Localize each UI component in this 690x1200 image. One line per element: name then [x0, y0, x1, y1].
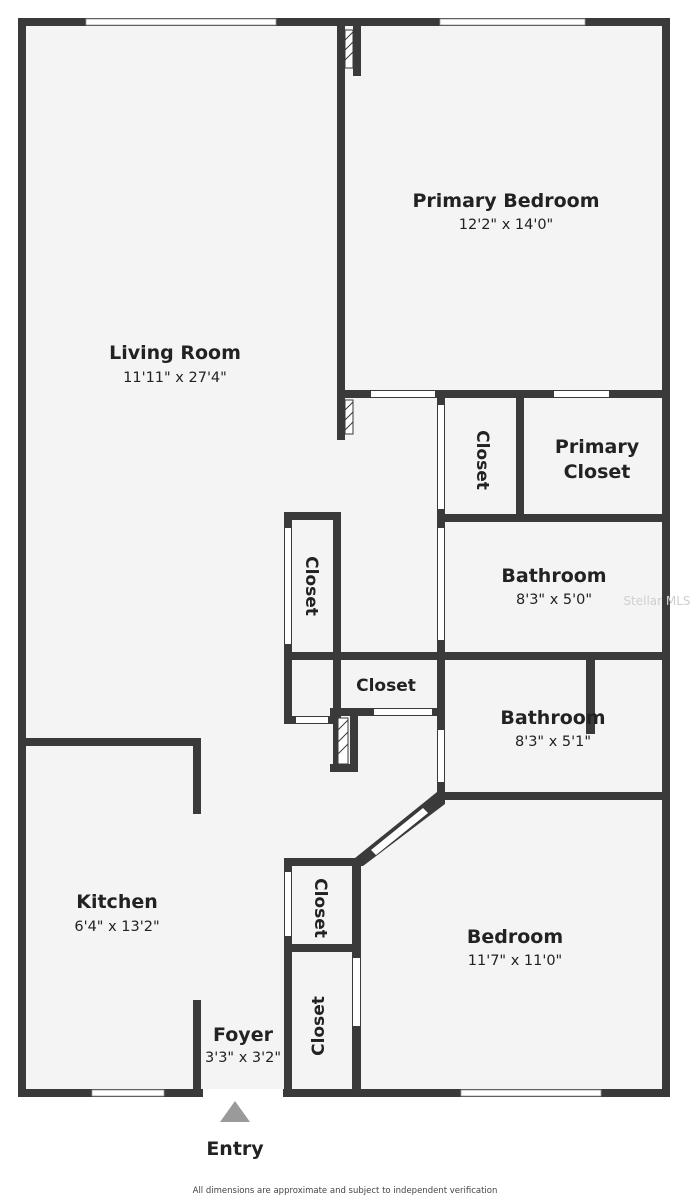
closet-label: Closet [472, 430, 492, 490]
living-room-dims: 11'11" x 27'4" [123, 370, 227, 386]
entry-label: Entry [206, 1138, 264, 1160]
door-openings [203, 32, 609, 1097]
closet-label: Closet [309, 996, 329, 1056]
watermark: Stellar MLS [623, 594, 690, 608]
kitchen-dims: 6'4" x 13'2" [74, 919, 159, 935]
bedroom-label: Bedroom [467, 926, 563, 948]
primary-closet-label-line2: Closet [564, 461, 631, 483]
closet-label: Closet [310, 878, 330, 938]
windows [85, 18, 602, 1097]
bathroom-2-label: Bathroom [500, 707, 605, 729]
primary-bedroom-label: Primary Bedroom [412, 190, 599, 212]
living-room-label: Living Room [109, 342, 241, 364]
foyer-dims: 3'3" x 3'2" [205, 1050, 281, 1066]
hatch-stubs [337, 29, 354, 765]
primary-bedroom-dims: 12'2" x 14'0" [459, 217, 553, 233]
disclaimer: All dimensions are approximate and subje… [193, 1186, 498, 1196]
closet-label: Closet [301, 556, 321, 616]
bathroom-1-label: Bathroom [501, 565, 606, 587]
bedroom-dims: 11'7" x 11'0" [468, 953, 562, 969]
kitchen-label: Kitchen [76, 891, 158, 913]
bathroom-1-dims: 8'3" x 5'0" [516, 592, 592, 608]
bathroom-2-dims: 8'3" x 5'1" [515, 734, 591, 750]
closet-label: Closet [356, 676, 416, 696]
entry-arrow-icon [220, 1101, 250, 1122]
foyer-label: Foyer [213, 1024, 274, 1046]
primary-closet-label-line1: Primary [555, 436, 640, 458]
